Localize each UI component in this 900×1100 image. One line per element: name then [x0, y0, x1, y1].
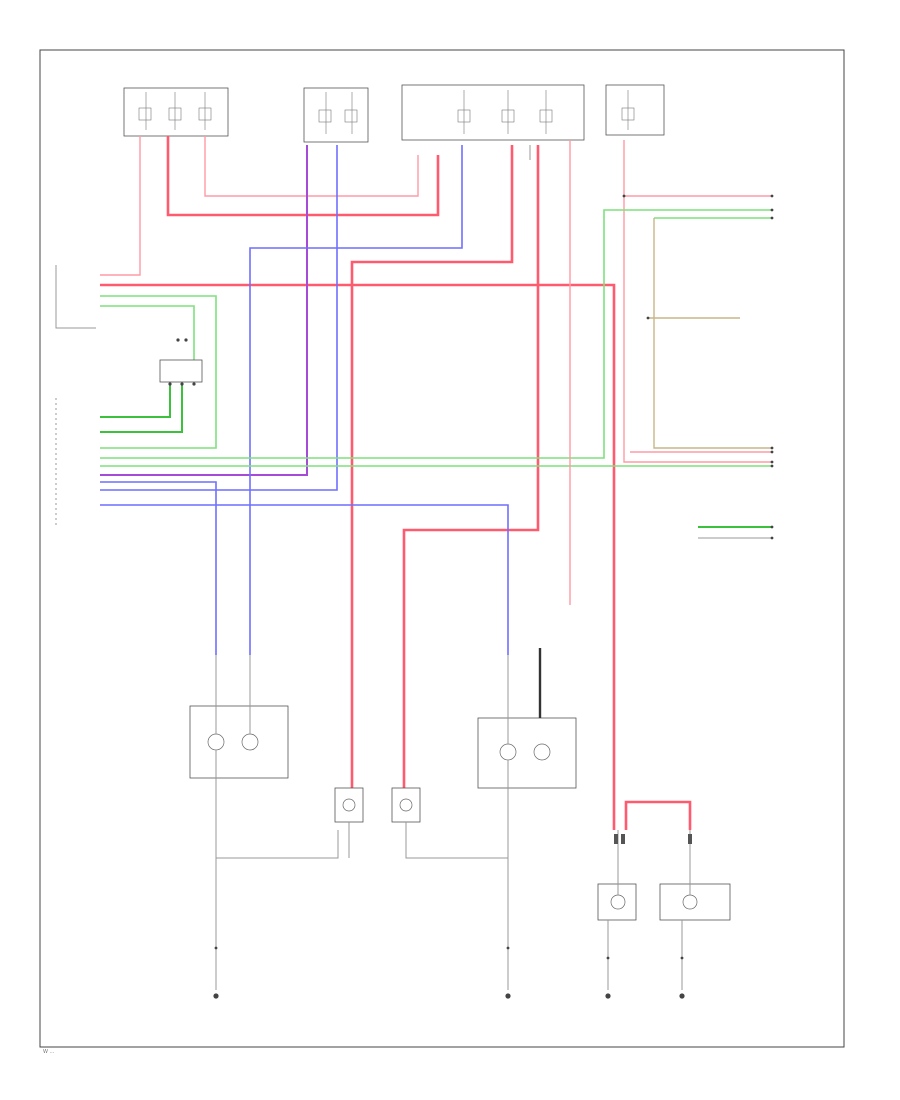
marker-feed-connectors: [614, 834, 692, 844]
wire-red-main-bus: [100, 283, 616, 830]
wire-red-top-right-bus: [623, 140, 772, 197]
wire-green-long-a: [100, 209, 772, 459]
junction-connector: [159, 338, 203, 386]
wire-tan-right-vertical: [653, 218, 772, 449]
right-fog-lamp: [391, 787, 508, 859]
right-terminals: [646, 194, 774, 540]
wire-red-left-feed: [100, 136, 141, 276]
footer-code: W ...: [43, 1049, 55, 1055]
relay-module-box: [401, 84, 585, 141]
left-fog-lamp: [334, 787, 364, 858]
wire-red-center-drop: [350, 145, 514, 790]
wire-red-marker-loop: [624, 800, 692, 830]
wire-red-right-lower: [623, 196, 772, 463]
module-bracket-upper: [55, 265, 96, 329]
wire-blue-right-drop: [100, 504, 509, 655]
wire-green-connector-a: [100, 384, 171, 418]
fuse-box-left: [123, 87, 229, 137]
diagram-frame: [39, 49, 845, 1048]
wire-green-upper-b: [100, 305, 195, 378]
wire-blue-left-drop: [100, 481, 217, 655]
left-marker-lamp: [597, 830, 637, 999]
left-headlamp-assembly: [189, 655, 339, 999]
right-marker-lamp: [659, 830, 731, 999]
splice-dots: [214, 194, 684, 960]
fuse-box-right: [605, 84, 665, 136]
wire-blue-upper: [249, 145, 463, 655]
right-headlamp-assembly: [477, 648, 577, 999]
wire-blue-center: [100, 145, 338, 491]
wire-red-loop-b: [204, 136, 419, 197]
wire-red-loop-a: [166, 136, 440, 217]
fuse-box-center: [303, 87, 369, 143]
wire-green-upper-a: [100, 295, 217, 449]
wire-purple: [100, 145, 308, 476]
wire-red-right-long: [402, 145, 540, 790]
wire-green-connector-b: [100, 384, 183, 433]
